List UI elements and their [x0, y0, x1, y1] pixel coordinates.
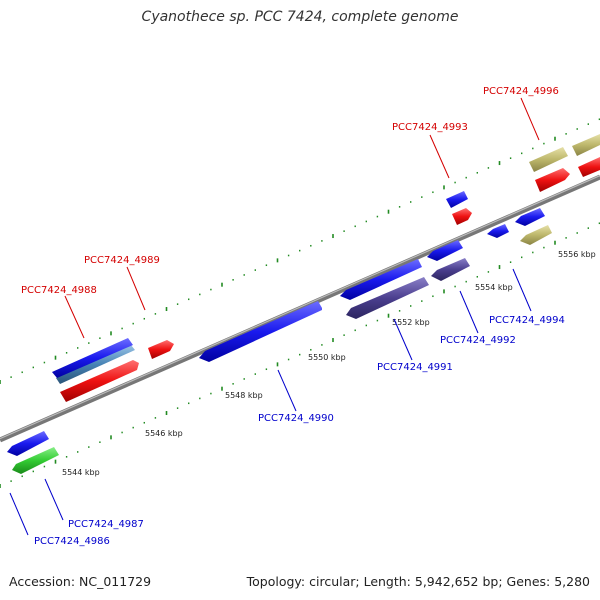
cds-blue-4994b[interactable]: [515, 208, 545, 226]
tick-label-5548: 5548 kbp: [225, 391, 263, 400]
gene-labels: PCC7424_4988 PCC7424_4989 PCC7424_4993 P…: [21, 86, 565, 547]
cds-red-edge[interactable]: [578, 157, 600, 177]
leader-4992: [459, 290, 479, 334]
leader-4986: [9, 492, 29, 536]
cds-khaki-4996[interactable]: [529, 147, 568, 172]
cds-red-4996[interactable]: [535, 168, 570, 192]
leader-4990: [277, 369, 297, 412]
cds-blue-4988[interactable]: [52, 338, 133, 378]
cds-blue-4991a[interactable]: [340, 259, 422, 300]
cds-red-4988[interactable]: [60, 360, 139, 402]
cds-purple-4992[interactable]: [431, 258, 470, 281]
tick-label-5554: 5554 kbp: [475, 283, 513, 292]
gene-label-4987[interactable]: PCC7424_4987: [68, 519, 144, 530]
gene-label-4996[interactable]: PCC7424_4996: [483, 86, 559, 97]
tick-label-5556: 5556 kbp: [558, 250, 596, 259]
cds-blue-4990[interactable]: [199, 301, 322, 362]
gene-label-4988[interactable]: PCC7424_4988: [21, 285, 97, 296]
cds-khaki-4994[interactable]: [520, 225, 552, 245]
cds-green-4987[interactable]: [12, 447, 59, 474]
tick-track-inner: [0, 222, 600, 488]
gene-label-4989[interactable]: PCC7424_4989: [84, 255, 160, 266]
tick-track-outer: [0, 118, 600, 384]
label-leaders: [9, 97, 540, 536]
leader-4993: [429, 134, 450, 179]
leader-4994: [512, 268, 532, 312]
tick-label-5552: 5552 kbp: [392, 318, 430, 327]
cds-purple-4991[interactable]: [346, 277, 429, 319]
cds-blue-4994a[interactable]: [487, 224, 509, 238]
gene-label-4990[interactable]: PCC7424_4990: [258, 413, 334, 424]
cds-red-4989[interactable]: [148, 340, 174, 359]
cds-blue-4986[interactable]: [7, 431, 49, 456]
reverse-strand-features: [7, 208, 552, 474]
genome-summary: Topology: circular; Length: 5,942,652 bp…: [246, 574, 590, 589]
cds-khaki-edge[interactable]: [572, 134, 600, 156]
leader-4996: [520, 97, 540, 141]
tick-label-5544: 5544 kbp: [62, 468, 100, 477]
gene-label-4986[interactable]: PCC7424_4986: [34, 536, 110, 547]
cds-blue-4992[interactable]: [427, 240, 463, 261]
map-title: Cyanothece sp. PCC 7424, complete genome: [141, 9, 459, 25]
cds-red-4993[interactable]: [452, 208, 472, 225]
gene-label-4994[interactable]: PCC7424_4994: [489, 315, 565, 326]
backbone-highlight: [0, 175, 600, 440]
gene-label-4991[interactable]: PCC7424_4991: [377, 362, 453, 373]
cds-steel-4988[interactable]: [56, 345, 135, 384]
tick-label-5546: 5546 kbp: [145, 429, 183, 438]
leader-4989: [126, 266, 146, 311]
forward-strand-features: [52, 134, 600, 402]
backbone-line: [0, 174, 600, 443]
cds-blue-4993[interactable]: [446, 191, 468, 208]
accession-text: Accession: NC_011729: [9, 574, 152, 589]
leader-4991: [393, 318, 413, 361]
coordinate-labels: 5544 kbp 5546 kbp 5548 kbp 5550 kbp 5552…: [62, 250, 596, 477]
leader-4988: [64, 295, 85, 339]
leader-4987: [44, 478, 64, 521]
gene-label-4992[interactable]: PCC7424_4992: [440, 335, 516, 346]
tick-label-5550: 5550 kbp: [308, 353, 346, 362]
gene-label-4993[interactable]: PCC7424_4993: [392, 122, 468, 133]
